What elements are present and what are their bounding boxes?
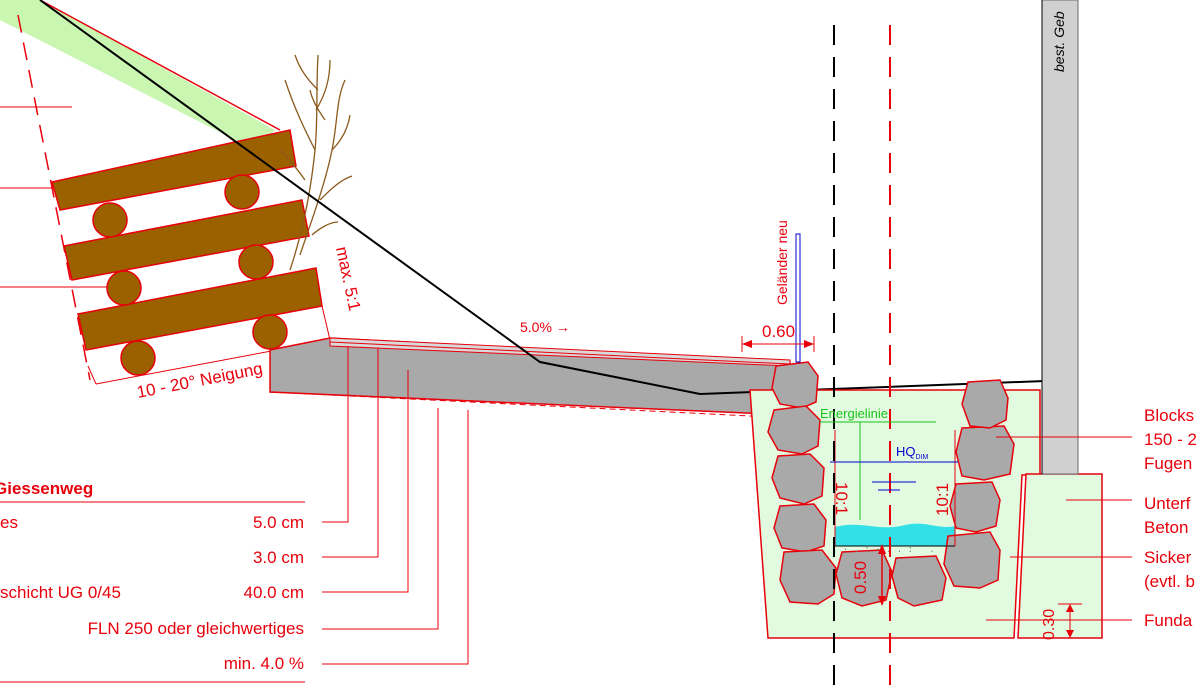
layer-1-name: es [0,513,18,532]
dim-050-arrow-top [878,544,886,554]
crib-wall [51,129,323,376]
dim-060-arrow-left [742,340,752,348]
label-gefaelle: 5.0% → [520,319,570,335]
water-surface [835,523,955,546]
timber-beam-2 [63,199,310,281]
layer-3-value: 40.0 cm [244,583,304,602]
layer-3-name: schicht UG 0/45 [0,583,121,602]
right-sicker-1: Sicker [1144,548,1192,567]
label-dim-050: 0.50 [851,561,870,594]
log-end-2 [224,174,260,210]
stone-2 [767,405,821,455]
stone-3 [771,453,825,505]
layer-4-name: FLN 250 oder gleichwertiges [88,619,304,638]
label-energielinie: Energielinie [820,406,888,421]
layer-leader-4 [322,408,439,630]
stone-10 [955,425,1015,481]
right-blocks-3: Fugen [1144,454,1192,473]
geotextile-dash [269,391,791,419]
right-unter-1: Unterf [1144,494,1191,513]
log-end-5 [120,340,156,376]
existing-terrain-line [39,0,1046,396]
layer-2-value: 3.0 cm [253,548,304,567]
dim-050-arrow-bottom [878,596,886,606]
timber-beam-1 [51,129,297,211]
path-top-line-2 [329,341,791,365]
table-title: Giessenweg [0,479,93,498]
label-ratio-right: 10:1 [933,483,952,516]
layer-leader-2 [322,348,379,558]
concrete-underpinning [1017,473,1103,639]
dim-030-arrow-top [1066,604,1074,612]
neigung-left-tick [87,365,97,385]
label-gelaender: Geländer neu [774,220,790,305]
dim-030-arrow-bottom [1066,630,1074,638]
label-ratio-left: 10:1 [832,482,851,515]
layer-leader-3 [322,370,409,593]
log-end-1 [92,202,128,238]
right-unter-2: Beton [1144,518,1188,537]
stone-11 [961,379,1009,429]
log-end-4 [238,244,274,280]
right-blocks-1: Blocks [1144,406,1194,425]
label-max: max. 5:1 [332,245,364,313]
layer-leader-5 [322,410,469,665]
shrub-drawing [279,54,353,271]
right-blocks-2: 150 - 2 [1144,430,1197,449]
layer-1-value: 5.0 cm [253,513,304,532]
label-hq: HQDIM [896,444,929,461]
stone-4 [773,503,827,553]
label-best-geb: best. Geb [1051,11,1067,72]
stone-5 [779,549,837,605]
label-dim-030: 0.30 [1041,609,1058,640]
dim-060-arrow-right [804,340,814,348]
stone-1 [771,361,819,409]
existing-building-wall [1041,0,1079,475]
railing-post [795,233,801,363]
label-neigung: 10 - 20° Neigung [135,359,264,402]
layer-leader-1 [322,346,349,523]
slope-top-line [39,0,281,131]
slope-green-band [0,0,275,150]
block-stones [767,361,1015,607]
log-end-3 [106,270,142,306]
dashed-slope-line [17,14,91,381]
neigung-right-tick [321,305,331,341]
log-end-6 [252,314,288,350]
stone-9 [949,481,1001,533]
right-funda: Funda [1144,611,1193,630]
stone-8 [943,531,1001,589]
layer-5-value: min. 4.0 % [224,654,304,673]
stone-7 [891,555,947,607]
label-dim-060: 0.60 [762,322,795,341]
right-sicker-2: (evtl. b [1144,572,1195,591]
